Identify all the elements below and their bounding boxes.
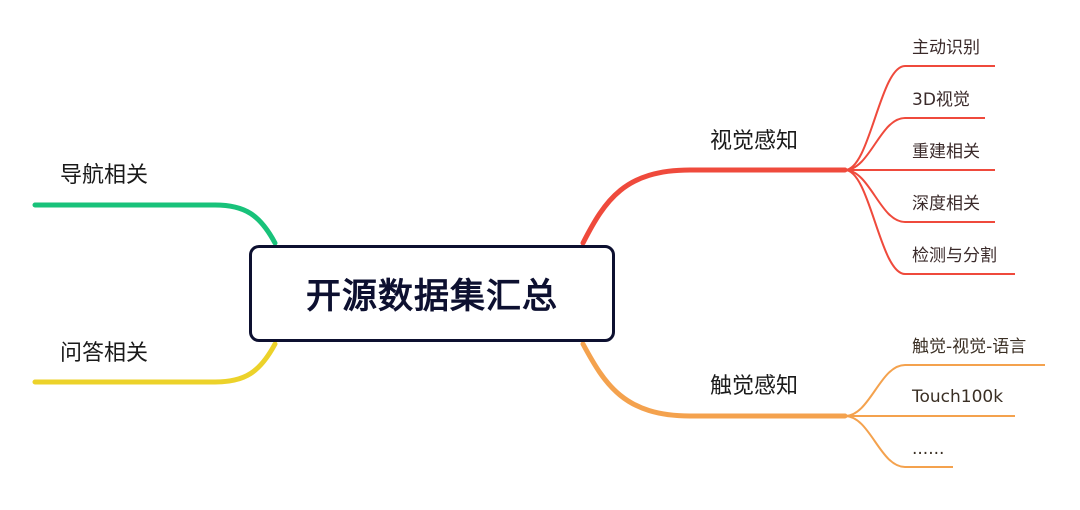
link-visual-child-2 <box>844 117 985 171</box>
root-node[interactable]: 开源数据集汇总 <box>249 245 615 342</box>
link-visual-child-1 <box>844 65 995 171</box>
tactile-child-1[interactable]: 触觉-视觉-语言 <box>912 337 1027 357</box>
root-node-label: 开源数据集汇总 <box>305 277 558 317</box>
visual-child-4[interactable]: 深度相关 <box>912 194 980 214</box>
visual-child-3[interactable]: 重建相关 <box>912 142 980 162</box>
branch-navigation-label[interactable]: 导航相关 <box>60 163 149 188</box>
link-visual-child-5 <box>844 169 1015 275</box>
tactile-child-3[interactable]: ...... <box>912 439 945 459</box>
branch-tactile-label[interactable]: 触觉感知 <box>710 374 799 399</box>
branch-visual-label[interactable]: 视觉感知 <box>710 129 799 154</box>
link-root-visual <box>580 167 848 246</box>
tactile-child-2[interactable]: Touch100k <box>912 387 1004 407</box>
link-tactile-child-3 <box>844 415 953 468</box>
link-root-navigation <box>32 202 278 246</box>
visual-child-2[interactable]: 3D视觉 <box>912 90 970 110</box>
link-tactile-child-1 <box>844 364 1045 417</box>
visual-child-5[interactable]: 检测与分割 <box>912 246 997 266</box>
link-visual-child-4 <box>844 169 995 223</box>
visual-child-1[interactable]: 主动识别 <box>912 38 980 58</box>
branch-qa-label[interactable]: 问答相关 <box>60 341 149 366</box>
link-root-tactile <box>580 341 848 419</box>
link-root-qa <box>32 341 278 385</box>
